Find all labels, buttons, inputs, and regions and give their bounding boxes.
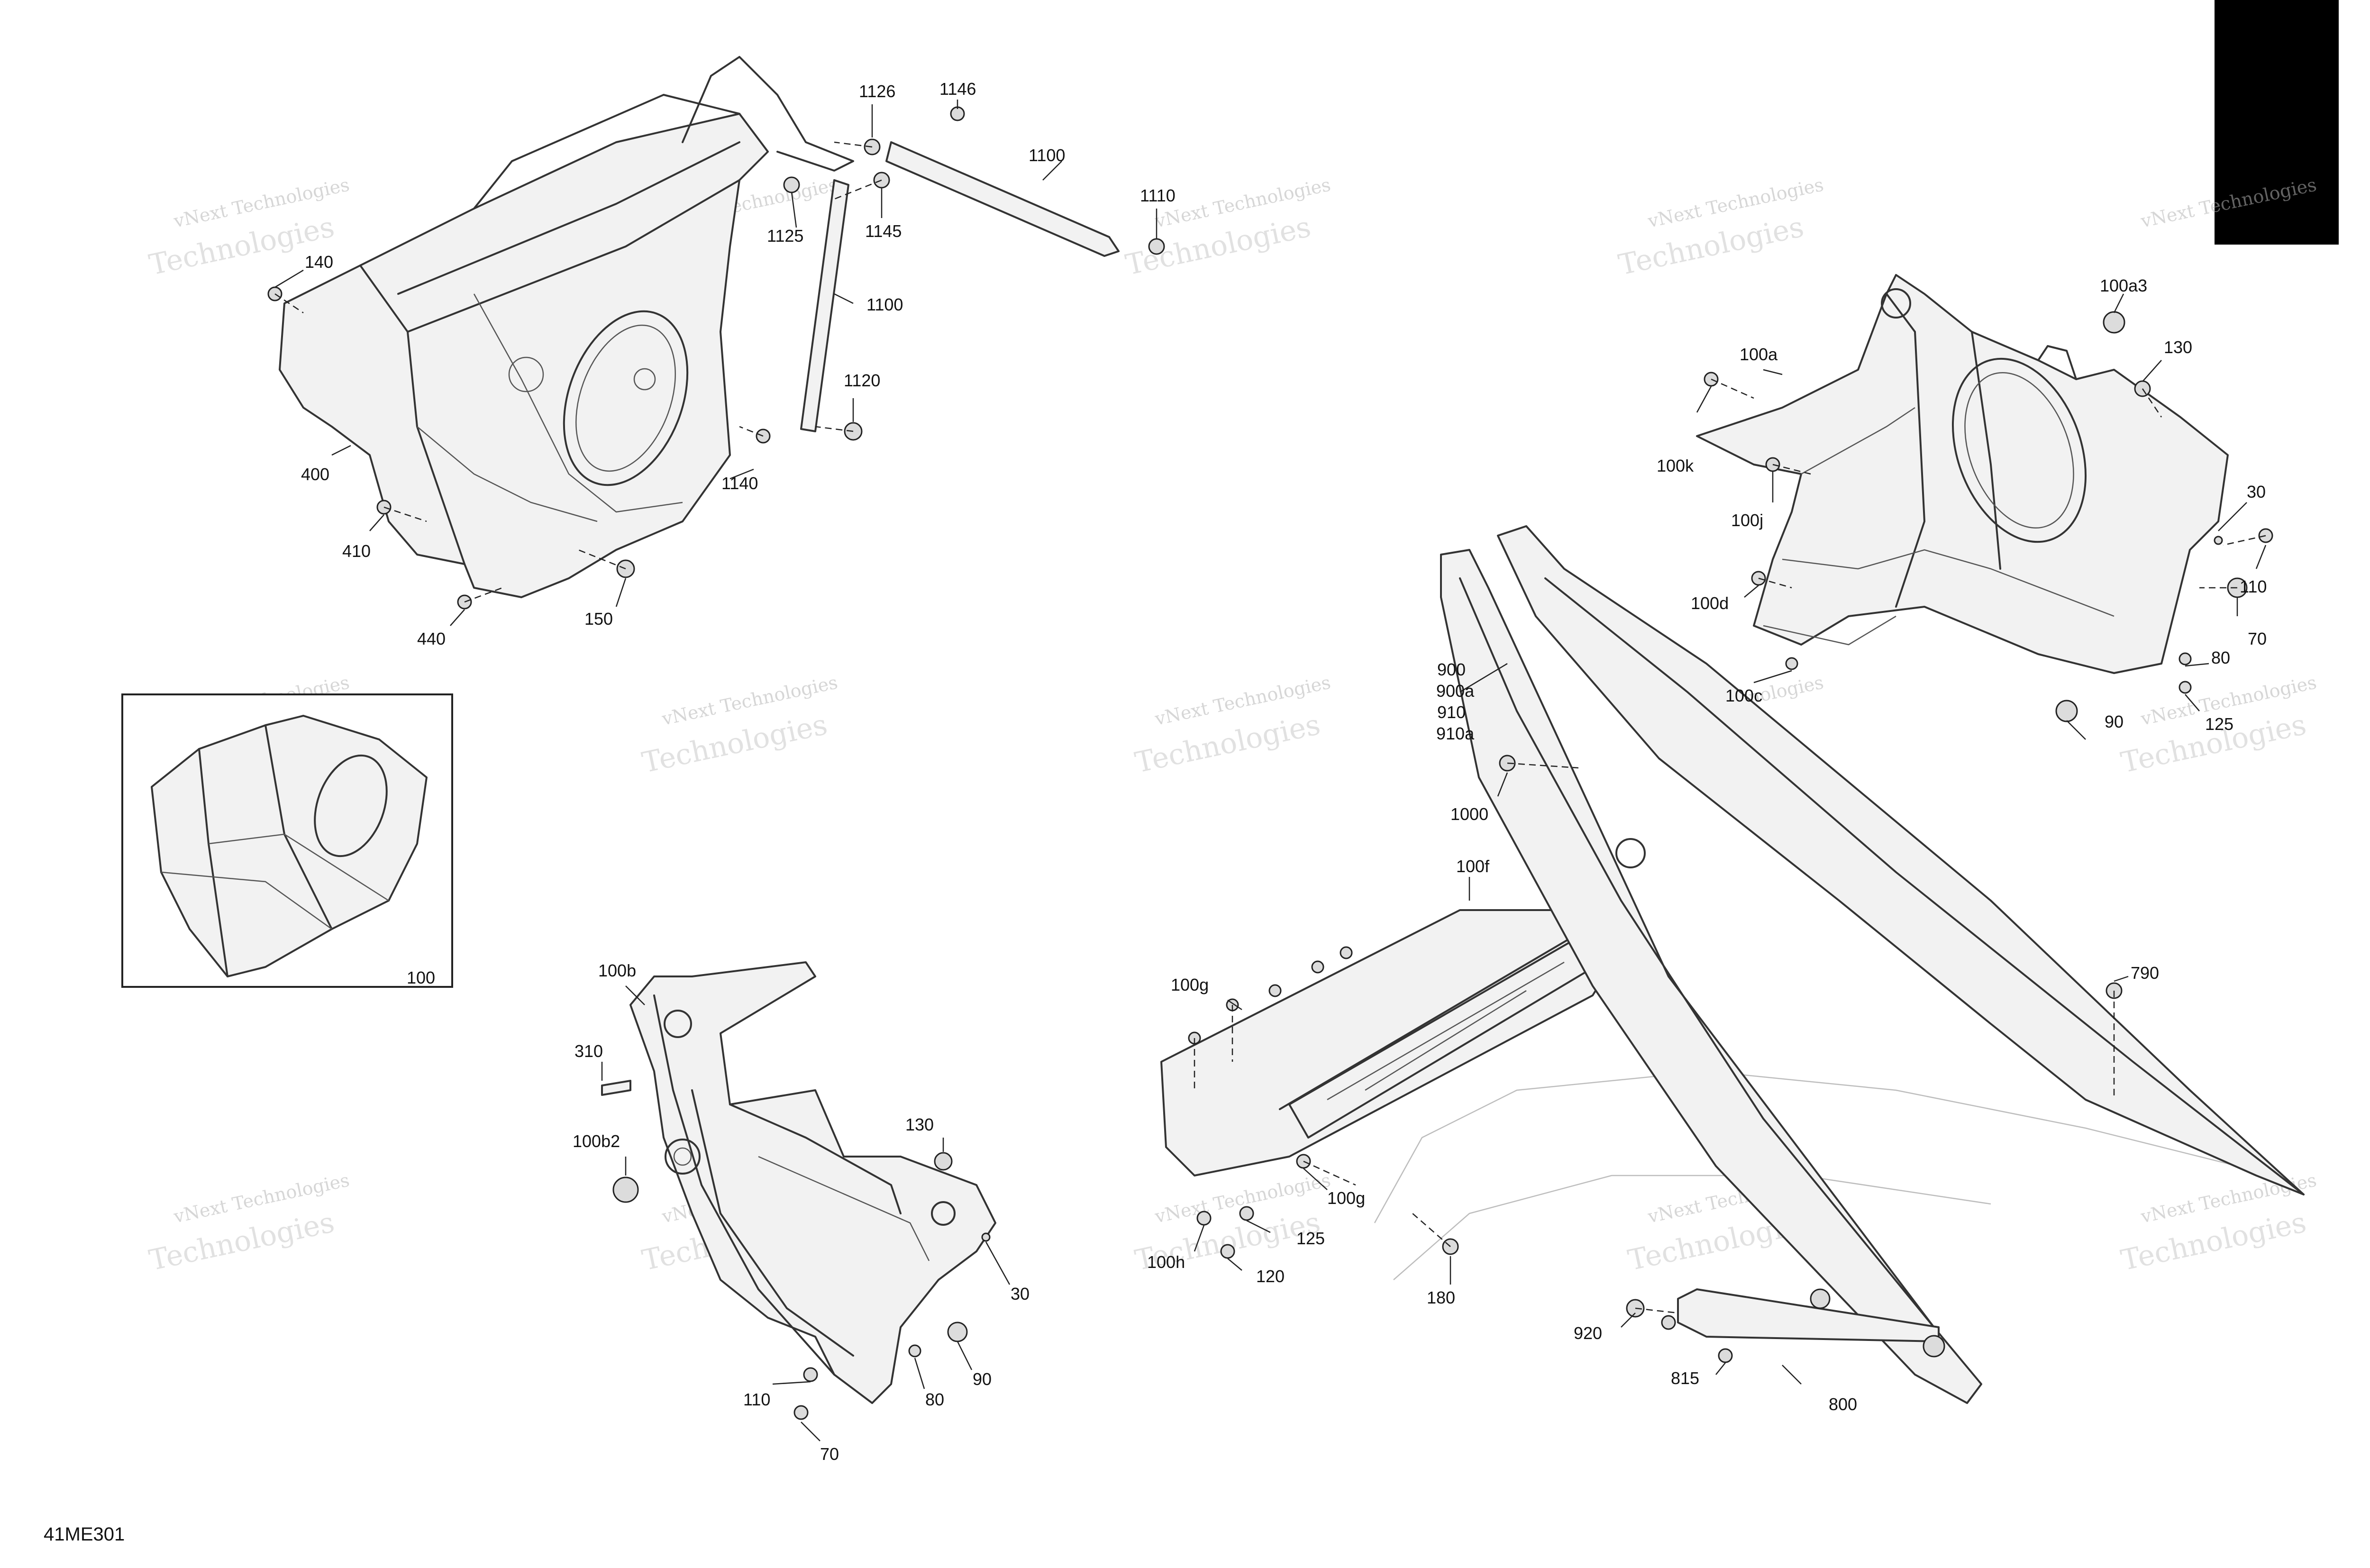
callout-100: 100 [407,968,435,987]
callout-130: 130 [2164,337,2192,357]
long-rail-assembly [1440,525,2305,1404]
callout-1126: 1126 [859,82,895,101]
callout-440: 440 [417,629,446,648]
callout-80: 80 [2211,648,2230,667]
callout-1100: 1100 [866,295,903,314]
callout-910a: 910a [1436,724,1475,743]
callout-1140: 1140 [721,474,758,493]
callout-125: 125 [2205,714,2233,734]
callout-1146: 1146 [939,79,976,99]
skid-plate-assembly [1160,877,2276,1285]
callout-815: 815 [1671,1368,1699,1388]
section-tab [2215,0,2339,245]
callout-1120: 1120 [844,371,880,390]
callout-100d: 100d [1691,593,1729,613]
callout-100h: 100h [1147,1252,1185,1272]
callout-100b: 100b [598,961,636,980]
callout-920: 920 [1574,1323,1602,1343]
callout-70: 70 [2248,629,2267,648]
callout-910: 910 [1437,702,1466,722]
callout-30: 30 [1011,1284,1030,1304]
callout-80: 80 [925,1390,944,1409]
callout-110: 110 [2240,577,2267,596]
callout-100f: 100f [1456,857,1490,876]
callout-110: 110 [743,1390,770,1409]
callout-90: 90 [2105,712,2124,731]
callout-130: 130 [905,1115,934,1134]
callout-90: 90 [973,1369,992,1389]
diagram-id: 41ME301 [44,1524,125,1545]
callout-180: 180 [1427,1288,1455,1307]
callout-400: 400 [301,465,329,484]
callout-100a3: 100a3 [2100,276,2147,295]
callout-70: 70 [820,1444,839,1464]
callout-790: 790 [2131,963,2159,983]
callout-1100: 1100 [1029,146,1065,165]
callout-labels: 1126 1146 1100 1110 1125 1145 1100 140 1… [301,79,2267,1464]
callout-410: 410 [342,541,371,561]
callout-1145: 1145 [865,221,902,241]
rear-frame-assembly [1696,274,2273,740]
callout-100a: 100a [1740,345,1778,364]
watermark-text: Technologies [1616,210,1807,282]
callout-100c: 100c [1725,686,1762,705]
front-frame-assembly [267,56,1165,626]
callout-30: 30 [2247,482,2266,501]
callout-120: 120 [1256,1267,1285,1286]
callout-140: 140 [305,252,333,272]
callout-100g: 100g [1327,1188,1365,1208]
callout-150: 150 [584,609,613,629]
callout-125: 125 [1296,1229,1325,1248]
callout-100g: 100g [1171,975,1209,994]
side-frame-assembly [601,961,1011,1441]
inset-overview [121,693,453,988]
callout-310: 310 [574,1041,603,1061]
callout-1110: 1110 [1140,186,1176,205]
callout-100k: 100k [1657,456,1694,475]
callout-100b2: 100b2 [573,1131,620,1151]
callout-900: 900 [1437,660,1466,679]
callout-900a: 900a [1436,681,1475,701]
callout-100j: 100j [1731,511,1763,530]
callout-1125: 1125 [767,226,803,246]
callout-1000: 1000 [1450,804,1488,824]
callout-800: 800 [1829,1395,1857,1414]
